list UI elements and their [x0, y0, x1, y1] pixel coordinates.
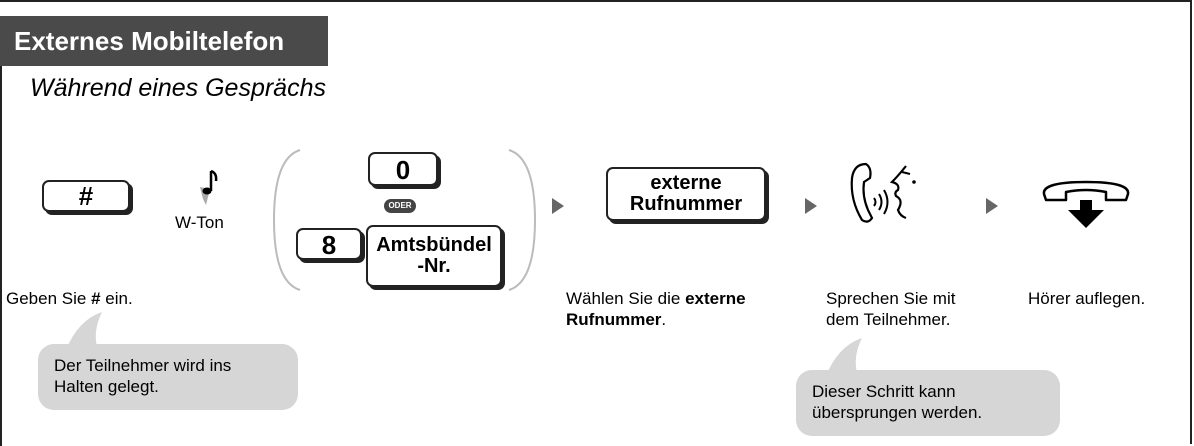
- trunk-group-key-line2: -Nr.: [417, 255, 451, 277]
- page-title: Externes Mobiltelefon: [0, 16, 328, 66]
- trunk-group-key-line1: Amtsbündel: [376, 234, 492, 256]
- left-parenthesis: [272, 149, 301, 291]
- or-badge: ODER: [384, 199, 416, 213]
- eight-key-label: 8: [321, 230, 337, 260]
- external-number-key-line2: Rufnummer: [629, 193, 743, 215]
- step4-caption: Hörer auflegen.: [1028, 289, 1146, 308]
- hash-key-label: #: [78, 181, 94, 211]
- hang-up-icon: [1042, 180, 1130, 228]
- external-number-key-line1: externe: [650, 172, 722, 194]
- step-arrow-2: [805, 198, 817, 214]
- bubble-skip: Dieser Schritt kann übersprungen werden.: [796, 370, 1060, 436]
- trunk-group-key: Amtsbündel -Nr.: [366, 225, 502, 287]
- step-arrow-3: [986, 198, 998, 214]
- subtitle: Während eines Gesprächs: [30, 74, 326, 102]
- frame-left-rule: [0, 66, 2, 446]
- bubble-hold: Der Teilnehmer wird ins Halten gelegt.: [38, 344, 298, 410]
- bubble-hold-tail: [66, 312, 102, 350]
- hash-key: #: [42, 180, 130, 212]
- step1-caption: Geben Sie # ein.: [6, 289, 133, 308]
- bubble-skip-tail: [826, 338, 862, 376]
- step1-caption-key: #: [91, 289, 101, 308]
- eight-key: 8: [296, 228, 362, 260]
- zero-key: 0: [368, 152, 438, 186]
- step2-caption: Wählen Sie die externe Rufnummer.: [566, 289, 746, 329]
- talk-icon: [850, 162, 916, 223]
- right-parenthesis: [508, 149, 537, 291]
- step3-caption: Sprechen Sie mit dem Teilnehmer.: [826, 289, 956, 329]
- step-arrow-1: [552, 198, 564, 214]
- zero-key-label: 0: [395, 155, 411, 185]
- external-number-key: externe Rufnummer: [606, 167, 766, 221]
- tone-label: W-Ton: [175, 213, 224, 232]
- music-note-icon: [200, 169, 218, 205]
